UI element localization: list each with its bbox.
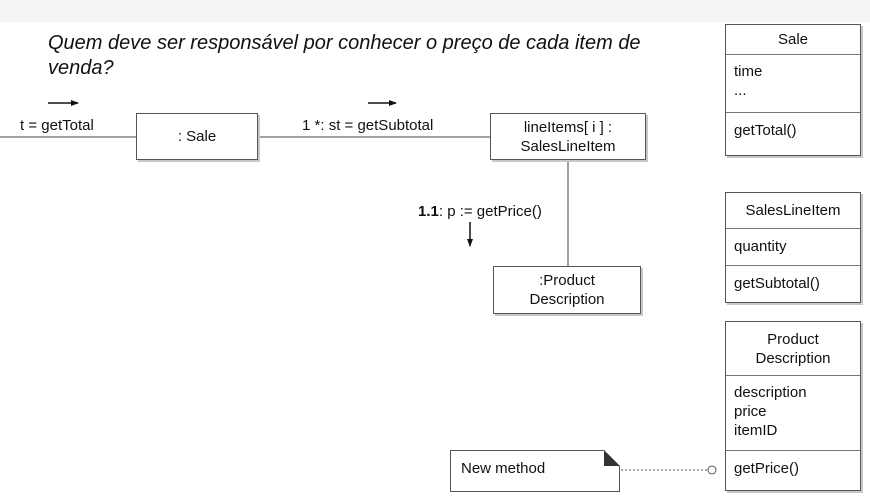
note-anchor-circle xyxy=(707,465,717,475)
note-dogear-icon xyxy=(604,450,620,466)
message-get-price-text: : p := getPrice() xyxy=(438,203,542,220)
lineitems-object-label-1: lineItems[ i ] : xyxy=(523,118,613,136)
class-productdescription-methods: getPrice() xyxy=(726,450,860,482)
note-new-method: New method xyxy=(450,450,620,492)
message-get-subtotal-text: : st = getSubtotal xyxy=(320,117,434,134)
class-sale-attr-time: time xyxy=(734,63,763,80)
class-productdescription-name-2: Description xyxy=(755,350,831,367)
message-get-subtotal: 1 *: st = getSubtotal xyxy=(302,117,433,134)
sale-object: : Sale xyxy=(136,113,258,160)
class-productdescription-attr-price: price xyxy=(734,403,767,420)
lineitems-object: lineItems[ i ] : SalesLineItem xyxy=(490,113,646,160)
class-sale-attr-ellipsis: ... xyxy=(734,82,747,99)
class-productdescription-attributes: description price itemID xyxy=(726,376,860,450)
product-object-label-2: Description xyxy=(529,291,605,308)
message-get-subtotal-seq: 1 * xyxy=(302,117,321,134)
class-sale: Sale time ... getTotal() xyxy=(725,24,861,156)
message-get-price: 1.1: p := getPrice() xyxy=(418,203,542,220)
class-sale-name: Sale xyxy=(726,25,860,55)
class-sale-method-gettotal: getTotal() xyxy=(734,122,797,139)
lineitems-object-label-2: SalesLineItem xyxy=(520,137,616,155)
class-productdescription-method-getprice: getPrice() xyxy=(734,460,800,477)
class-saleslineitem-methods: getSubtotal() xyxy=(726,265,860,297)
product-object-label-1: :Product xyxy=(539,272,595,289)
question-text: Quem deve ser responsável por conhecer o… xyxy=(48,32,641,79)
class-productdescription-attr-description: description xyxy=(734,384,807,401)
class-saleslineitem-method-getsubtotal: getSubtotal() xyxy=(734,275,820,292)
class-productdescription-name-1: Product xyxy=(767,331,819,348)
class-saleslineitem: SalesLineItem quantity getSubtotal() xyxy=(725,192,861,303)
class-saleslineitem-name: SalesLineItem xyxy=(726,193,860,229)
class-sale-attributes: time ... xyxy=(726,55,860,112)
message-get-total: t = getTotal xyxy=(20,117,94,134)
class-productdescription: Product Description description price it… xyxy=(725,321,861,491)
note-text: New method xyxy=(461,460,546,477)
sale-object-label: : Sale xyxy=(177,128,217,145)
class-saleslineitem-attributes: quantity xyxy=(726,229,860,265)
class-sale-methods: getTotal() xyxy=(726,112,860,144)
class-saleslineitem-attr-quantity: quantity xyxy=(734,238,787,255)
class-productdescription-name: Product Description xyxy=(726,322,860,376)
class-productdescription-attr-itemid: itemID xyxy=(734,422,778,439)
message-get-price-seq: 1.1 xyxy=(418,203,439,220)
top-strip xyxy=(0,0,870,22)
product-description-object: :Product Description xyxy=(493,266,641,314)
